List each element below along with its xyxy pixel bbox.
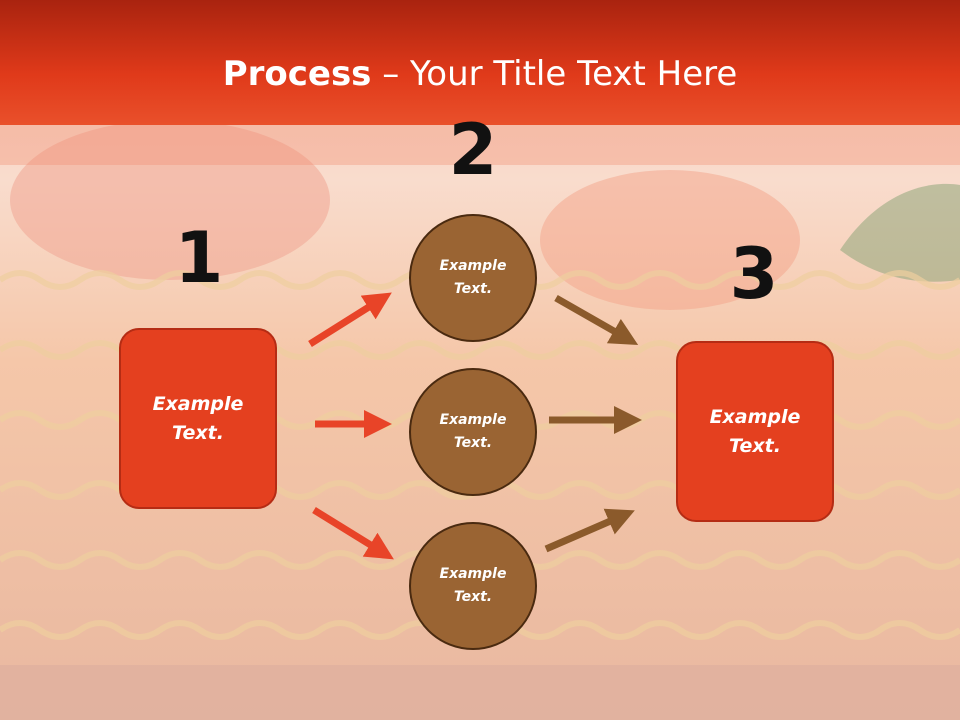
left-text-box[interactable]: Example Text. — [119, 328, 277, 509]
title-rest: – Your Title Text Here — [371, 54, 738, 94]
circle-bottom[interactable]: Example Text. — [409, 522, 537, 650]
right-box-text: Example Text. — [709, 405, 801, 457]
step-number-1: 1 — [174, 217, 224, 299]
circle-middle-text: Example Text. — [439, 412, 507, 451]
circle-middle[interactable]: Example Text. — [409, 368, 537, 496]
left-box-text: Example Text. — [152, 392, 244, 444]
step-number-2: 2 — [448, 109, 498, 191]
title-bold: Process — [222, 54, 372, 94]
circle-bottom-text: Example Text. — [439, 566, 507, 605]
circle-top[interactable]: Example Text. — [409, 214, 537, 342]
right-text-box[interactable]: Example Text. — [676, 341, 834, 522]
step-number-3: 3 — [729, 233, 779, 315]
circle-top-text: Example Text. — [439, 258, 507, 297]
slide-title: Process – Your Title Text Here — [0, 52, 960, 96]
